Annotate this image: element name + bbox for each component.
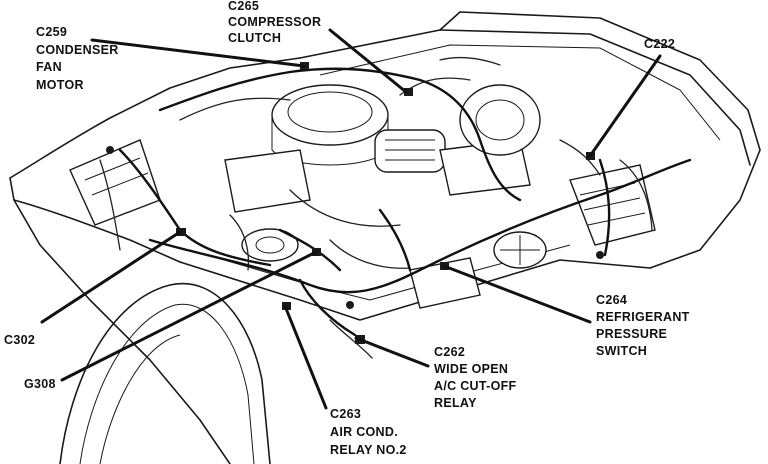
c265-line-1: C265 <box>228 0 259 13</box>
c264-line-3: PRESSURE <box>596 327 667 341</box>
c264-line-4: SWITCH <box>596 344 647 358</box>
vehicle-body <box>9 11 761 464</box>
c222-line-1: C222 <box>644 37 675 51</box>
c259-line-2: CONDENSER <box>36 43 119 57</box>
c265-line-2: COMPRESSOR <box>228 15 321 29</box>
callout-c265: C265 COMPRESSOR CLUTCH <box>228 0 321 45</box>
callout-c262: C262 WIDE OPEN A/C CUT-OFF RELAY <box>434 345 517 410</box>
callout-c264: C264 REFRIGERANT PRESSURE SWITCH <box>596 293 690 358</box>
leader-c259 <box>90 38 306 68</box>
c262-line-2: WIDE OPEN <box>434 362 508 376</box>
leader-c265 <box>328 28 408 94</box>
g308-line-1: G308 <box>24 377 56 391</box>
leader-c263 <box>283 304 328 410</box>
leader-c262 <box>354 336 430 368</box>
callout-c302: C302 <box>4 333 35 347</box>
engine-block <box>69 77 656 309</box>
c302-line-1: C302 <box>4 333 35 347</box>
leader-lines <box>40 28 662 410</box>
c259-line-3: FAN <box>36 60 62 74</box>
callout-g308: G308 <box>24 377 56 391</box>
callout-c222: C222 <box>644 37 675 51</box>
leader-g308 <box>60 250 318 382</box>
leader-c264 <box>442 264 592 324</box>
c265-line-3: CLUTCH <box>228 31 281 45</box>
callout-c263: C263 AIR COND. RELAY NO.2 <box>330 407 407 457</box>
c259-line-4: MOTOR <box>36 78 84 92</box>
c264-line-2: REFRIGERANT <box>596 310 690 324</box>
c262-line-4: RELAY <box>434 396 477 410</box>
leader-c302 <box>40 230 182 324</box>
c262-line-3: A/C CUT-OFF <box>434 379 517 393</box>
c259-line-1: C259 <box>36 25 67 39</box>
leader-c222 <box>588 54 662 158</box>
c262-line-1: C262 <box>434 345 465 359</box>
c263-line-1: C263 <box>330 407 361 421</box>
c263-line-3: RELAY NO.2 <box>330 443 407 457</box>
c264-line-1: C264 <box>596 293 627 307</box>
callout-c259: C259 CONDENSER FAN MOTOR <box>36 25 119 92</box>
c263-line-2: AIR COND. <box>330 425 398 439</box>
